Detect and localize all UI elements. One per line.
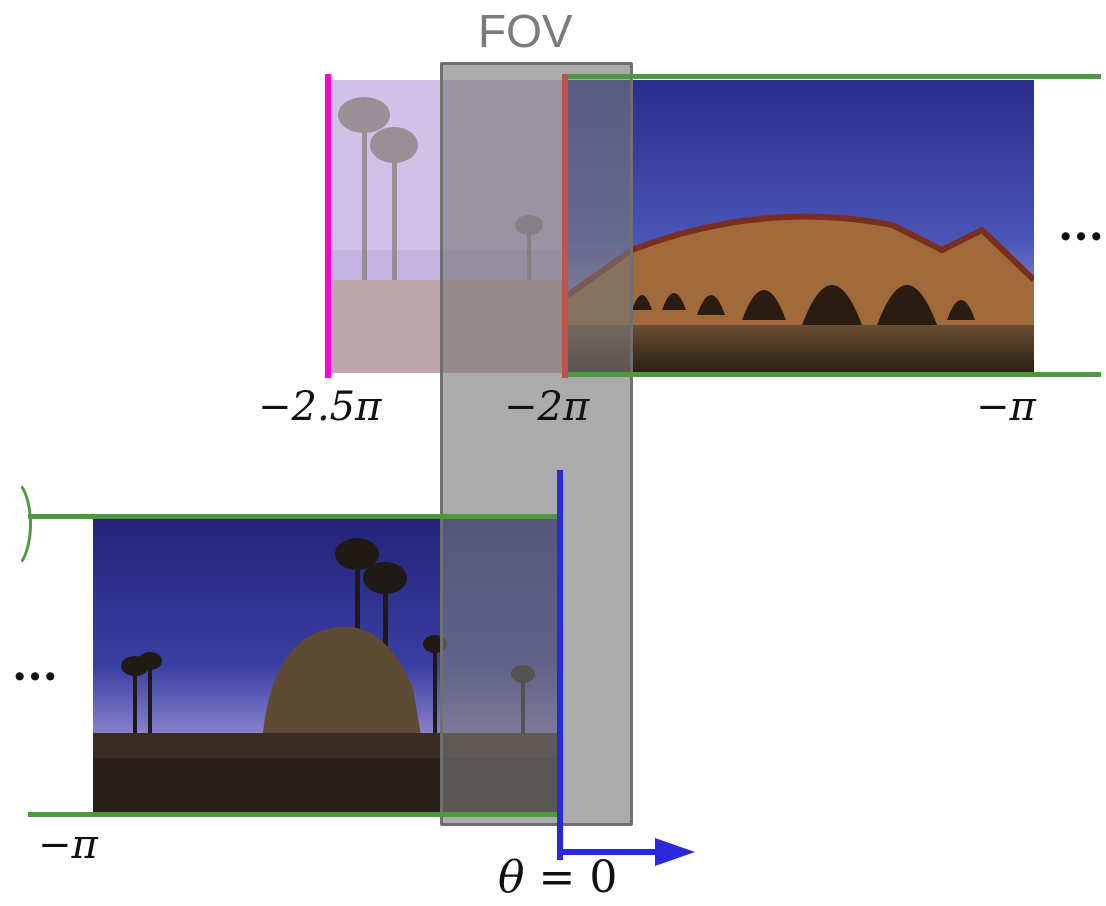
fov-label: FOV (478, 5, 573, 57)
fov-window (440, 62, 633, 826)
ellipsis-right: ... (1058, 200, 1104, 251)
right-arrow-icon (560, 838, 695, 866)
red-marker-line (562, 74, 568, 378)
tick-label-minus-2.5pi: −2.5π (258, 384, 382, 430)
left-arc-fragment (0, 476, 32, 572)
tick-label-minus-pi-top: −π (976, 384, 1036, 430)
theta-zero-label: θ = 0 (498, 852, 617, 903)
top-pano-upper-edge (568, 74, 1101, 79)
tick-label-minus-2pi: −2π (504, 384, 590, 430)
theta-axis-line (557, 470, 563, 860)
bottom-pano-upper-edge (28, 514, 561, 519)
theta-symbol: θ (498, 852, 525, 903)
top-pano-lower-edge (568, 372, 1101, 377)
ellipsis-left: ... (12, 640, 58, 691)
theta-equals-zero: = 0 (524, 852, 618, 903)
magenta-marker-line (325, 74, 331, 378)
bottom-pano-lower-edge (28, 812, 561, 817)
tick-label-minus-pi-bottom: −π (38, 822, 98, 868)
